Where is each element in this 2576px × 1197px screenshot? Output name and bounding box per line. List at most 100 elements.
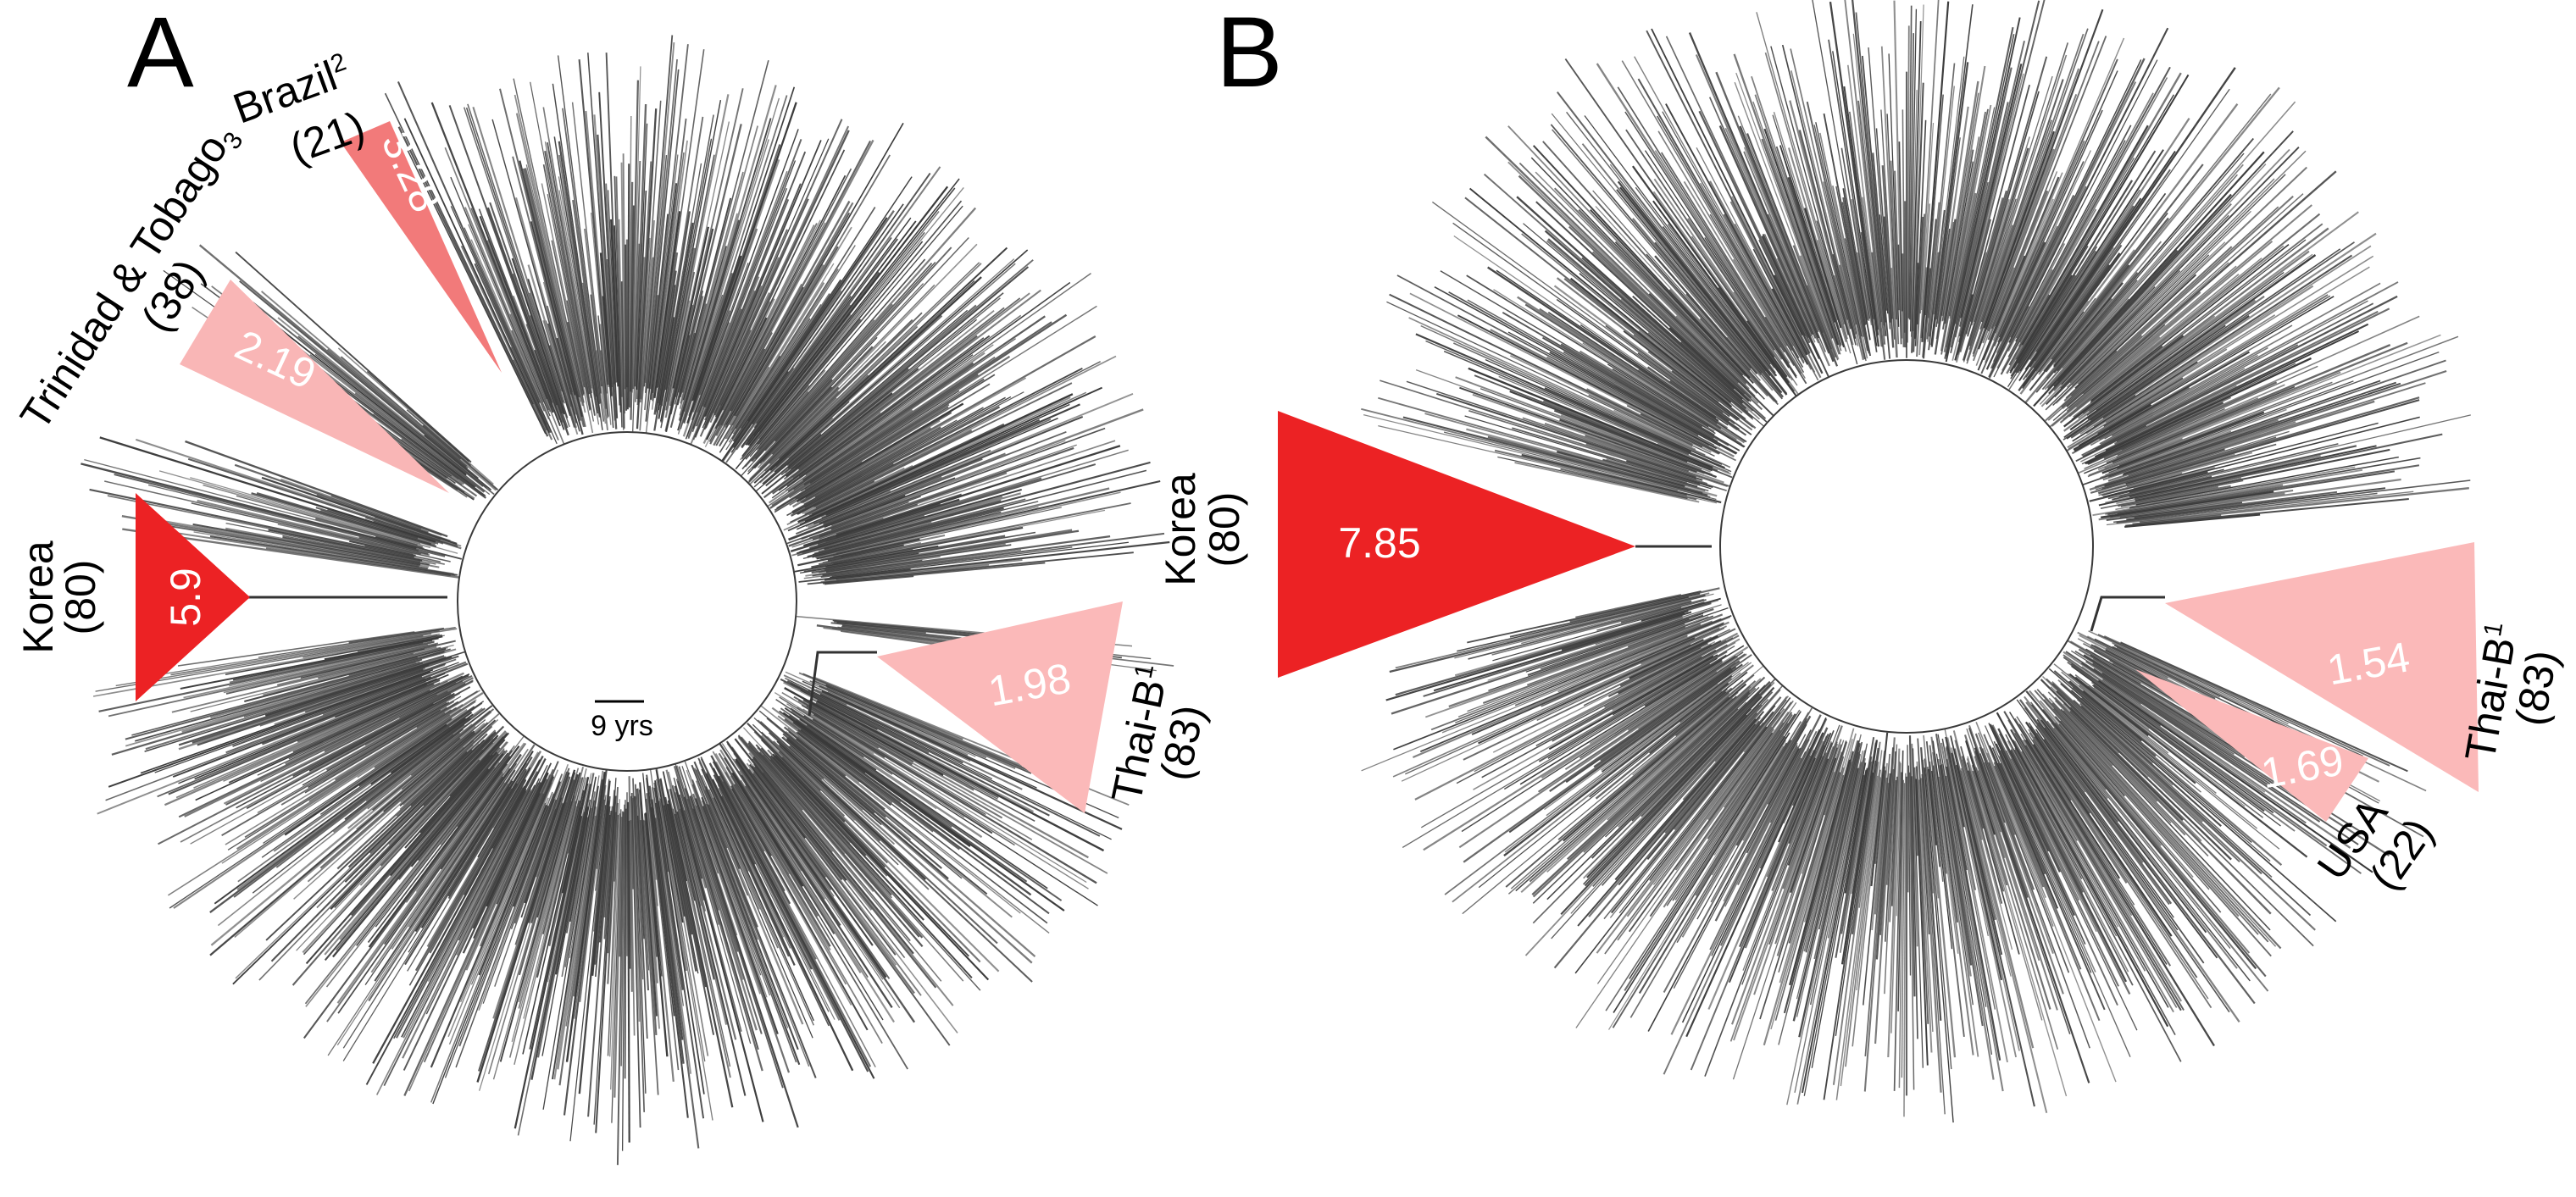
panel-b-branch xyxy=(1782,725,1843,889)
panel-a-branch xyxy=(758,710,963,879)
panel-a-branch xyxy=(356,731,473,830)
panel-a-branch xyxy=(836,558,1023,581)
panel-b-branch xyxy=(1415,369,1705,474)
panel-b-branch xyxy=(1746,729,1812,854)
panel-b-branch xyxy=(1841,202,1867,325)
panel-b-branch xyxy=(1943,192,1977,352)
panel-a-branch xyxy=(722,223,818,411)
panel-b-branch xyxy=(1932,740,1958,923)
panel-a-branch xyxy=(658,801,688,972)
panel-a-branch xyxy=(558,779,603,1086)
panel-b-branch xyxy=(1950,102,2009,354)
panel-a-branches xyxy=(80,35,1174,1166)
panel-a-branch xyxy=(785,707,937,810)
panel-b-branch xyxy=(2007,740,2129,973)
panel-a-branch xyxy=(811,423,1005,516)
panel-a-branch xyxy=(808,444,1077,539)
panel-a-branch xyxy=(739,770,826,900)
panel-a-branch xyxy=(567,777,586,854)
panel-b-branch xyxy=(1741,724,1840,985)
panel-a-branch xyxy=(771,354,974,499)
panel-b-branch xyxy=(1955,764,2035,1107)
panel-b-branch xyxy=(1699,182,1794,346)
panel-a-branch xyxy=(699,119,843,437)
panel-b-branch xyxy=(2063,246,2233,402)
panel-a-branch xyxy=(257,675,469,776)
panel-a-branch xyxy=(209,718,471,914)
panel-b-branch xyxy=(1467,590,1702,644)
panel-b-branch xyxy=(1682,689,1781,801)
panel-b-branch xyxy=(1994,171,2058,327)
panel-b-branch xyxy=(1704,742,1833,1077)
panel-b-branch xyxy=(1994,765,2045,888)
panel-a-branch xyxy=(609,799,620,1057)
panel-a-branch xyxy=(558,154,597,397)
panel-a-branch xyxy=(652,118,687,394)
panel-b-branch xyxy=(1743,695,1790,753)
panel-a-branch xyxy=(665,94,730,402)
panel-b-branch xyxy=(2062,702,2202,842)
panel-b-branch xyxy=(1751,75,1842,347)
panel-b-branch xyxy=(2090,396,2420,494)
panel-a-branch xyxy=(616,812,625,1166)
panel-b-branch xyxy=(1991,747,2106,1011)
panel-a-branch xyxy=(786,739,949,880)
panel-a-branch xyxy=(637,788,650,971)
panel-b-branch xyxy=(1818,741,1863,930)
panel-b-branch xyxy=(1681,720,1807,938)
panel-a-branch xyxy=(509,313,551,413)
panel-a-branch xyxy=(792,721,1032,896)
panel-b-branch xyxy=(1761,138,1834,339)
panel-a-branch xyxy=(324,753,500,961)
panel-b-branch xyxy=(2009,94,2175,372)
panel-a-branch xyxy=(809,374,979,485)
panel-b-branch xyxy=(1396,274,1699,436)
panel-b-branch xyxy=(1763,767,1845,1046)
panel-b-clade-thai-wedge xyxy=(2165,542,2479,792)
panel-b-branch xyxy=(2075,424,2147,463)
panel-b-branch xyxy=(1653,178,1794,381)
panel-b-branch xyxy=(1930,4,1974,346)
panel-b-branch xyxy=(1975,267,2015,366)
panel-b-branch xyxy=(1953,748,1996,921)
panel-a-branch xyxy=(813,690,1023,790)
panel-b-branch xyxy=(1613,409,1693,447)
panel-b-branch xyxy=(1660,152,1795,367)
panel-b-branch xyxy=(1991,724,2120,987)
panel-b-branch xyxy=(2024,695,2238,969)
panel-a-branch xyxy=(648,785,685,1064)
panel-b-branch xyxy=(1443,350,1690,456)
panel-b-branch xyxy=(1787,758,1829,866)
panel-a-branch xyxy=(197,668,424,746)
panel-b-branch xyxy=(2079,684,2258,829)
panel-a-branch xyxy=(107,495,445,565)
panel-a-branch xyxy=(658,779,697,972)
panel-a-branch xyxy=(753,771,922,996)
panel-b-branch xyxy=(1546,684,1766,901)
panel-b-branch xyxy=(1911,743,1918,947)
panel-a-branch xyxy=(778,335,991,491)
panel-a-branch xyxy=(375,790,532,1095)
panel-a-branch xyxy=(785,730,1013,918)
panel-b-branch xyxy=(1871,252,1886,360)
panel-b-branch xyxy=(2087,295,2265,421)
panel-b-branch xyxy=(1982,93,2078,344)
panel-b-branch xyxy=(1811,769,1867,1068)
panel-a-branch xyxy=(615,176,623,397)
panel-a-branch xyxy=(712,768,875,1079)
panel-b-branch xyxy=(2010,274,2076,380)
panel-b-branch xyxy=(1855,12,1886,323)
panel-a-branch xyxy=(824,440,1066,530)
panel-a-branch xyxy=(647,69,680,389)
panel-a-branch xyxy=(820,564,990,583)
panel-a-branch xyxy=(815,429,973,509)
panel-a-branch xyxy=(406,771,503,903)
panel-a-branch xyxy=(725,740,874,946)
panel-b-branch xyxy=(2098,282,2381,441)
panel-b-branch xyxy=(1667,224,1775,369)
panel-a-branch xyxy=(696,780,758,940)
panel-a-branch xyxy=(664,138,713,391)
panel-a-branch xyxy=(319,722,489,869)
panel-a-branch xyxy=(542,164,591,410)
panel-b-branch xyxy=(1579,350,1715,433)
